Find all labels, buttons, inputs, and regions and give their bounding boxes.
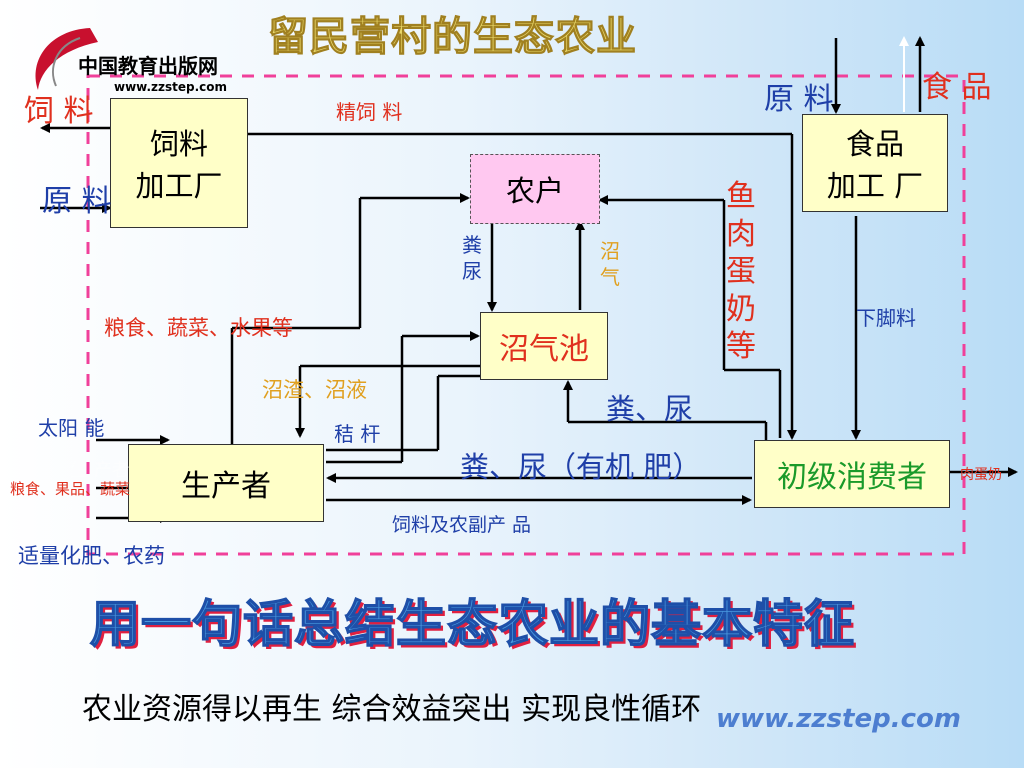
feed-factory-line2: 加工厂 — [135, 169, 223, 203]
summary-answer: 农业资源得以再生 综合效益突出 实现良性循环 — [82, 692, 702, 727]
summary-question: 用一句话总结生态农业的基本特征 — [89, 594, 855, 654]
node-biogas-pool: 沼气池 — [480, 312, 608, 380]
publisher-logo[interactable]: 中国教育出版网 www.zzstep.com — [20, 20, 260, 100]
label-ghost-producer: 生 产者 — [70, 460, 130, 481]
swoosh-icon — [35, 28, 98, 90]
biogas-label: 沼气池 — [499, 332, 589, 367]
label-dung-organic: 粪、尿（有机 肥） — [460, 450, 702, 484]
label-feed-byproducts: 饲料及农副产 品 — [392, 514, 532, 536]
label-feed-out: 饲 料 — [24, 94, 94, 129]
label-fine-feed: 精饲 料 — [336, 100, 403, 124]
producer-label: 生产者 — [181, 469, 271, 504]
label-dung-urine-consumer: 粪、尿 — [606, 392, 694, 426]
label-fish-meat: 鱼 肉 蛋 奶 等 — [726, 179, 756, 364]
label-straw: 秸 杆 — [334, 422, 381, 446]
feed-factory-line1: 饲料 — [149, 127, 208, 161]
consumer-label: 初级消费者 — [777, 460, 927, 495]
page-title: 留民营村的生态农业 — [268, 14, 637, 61]
node-primary-consumer: 初级消费者 — [754, 440, 950, 508]
node-food-factory: 食品 加工 厂 — [802, 114, 948, 212]
label-leftovers: 下脚料 — [856, 306, 916, 330]
logo-url: www.zzstep.com — [114, 80, 228, 94]
food-factory-line1: 食品 — [845, 127, 904, 161]
label-meat-out: 肉蛋奶 — [960, 467, 1002, 483]
node-feed-factory: 饲料 加工厂 — [110, 98, 248, 228]
farmer-label: 农户 — [505, 174, 564, 208]
system-boundary — [86, 74, 966, 556]
label-biogas-gas-v: 沼 气 — [600, 239, 620, 289]
node-producer: 生产者 — [128, 444, 324, 522]
label-grain-out: 粮食、果品、蔬菜 — [10, 480, 131, 498]
label-raw-top: 原 料 — [764, 82, 834, 117]
label-dung-urine-v: 粪 尿 — [462, 233, 482, 283]
label-raw-in-left: 原 料 — [42, 184, 112, 219]
node-farmer: 农户 — [470, 154, 600, 224]
logo-name: 中国教育出版网 — [78, 54, 218, 78]
watermark-url: www.zzstep.com — [716, 704, 961, 734]
label-sunlight: 太阳 能 — [38, 416, 105, 440]
label-food-out: 食 品 — [922, 70, 992, 105]
label-grain-veg: 粮食、蔬菜、水果等 — [104, 316, 293, 340]
label-residue: 沼渣、沼液 — [262, 378, 367, 402]
label-fertilizer: 适量化肥、农药 — [18, 544, 165, 568]
food-factory-line2: 加工 厂 — [826, 169, 924, 203]
